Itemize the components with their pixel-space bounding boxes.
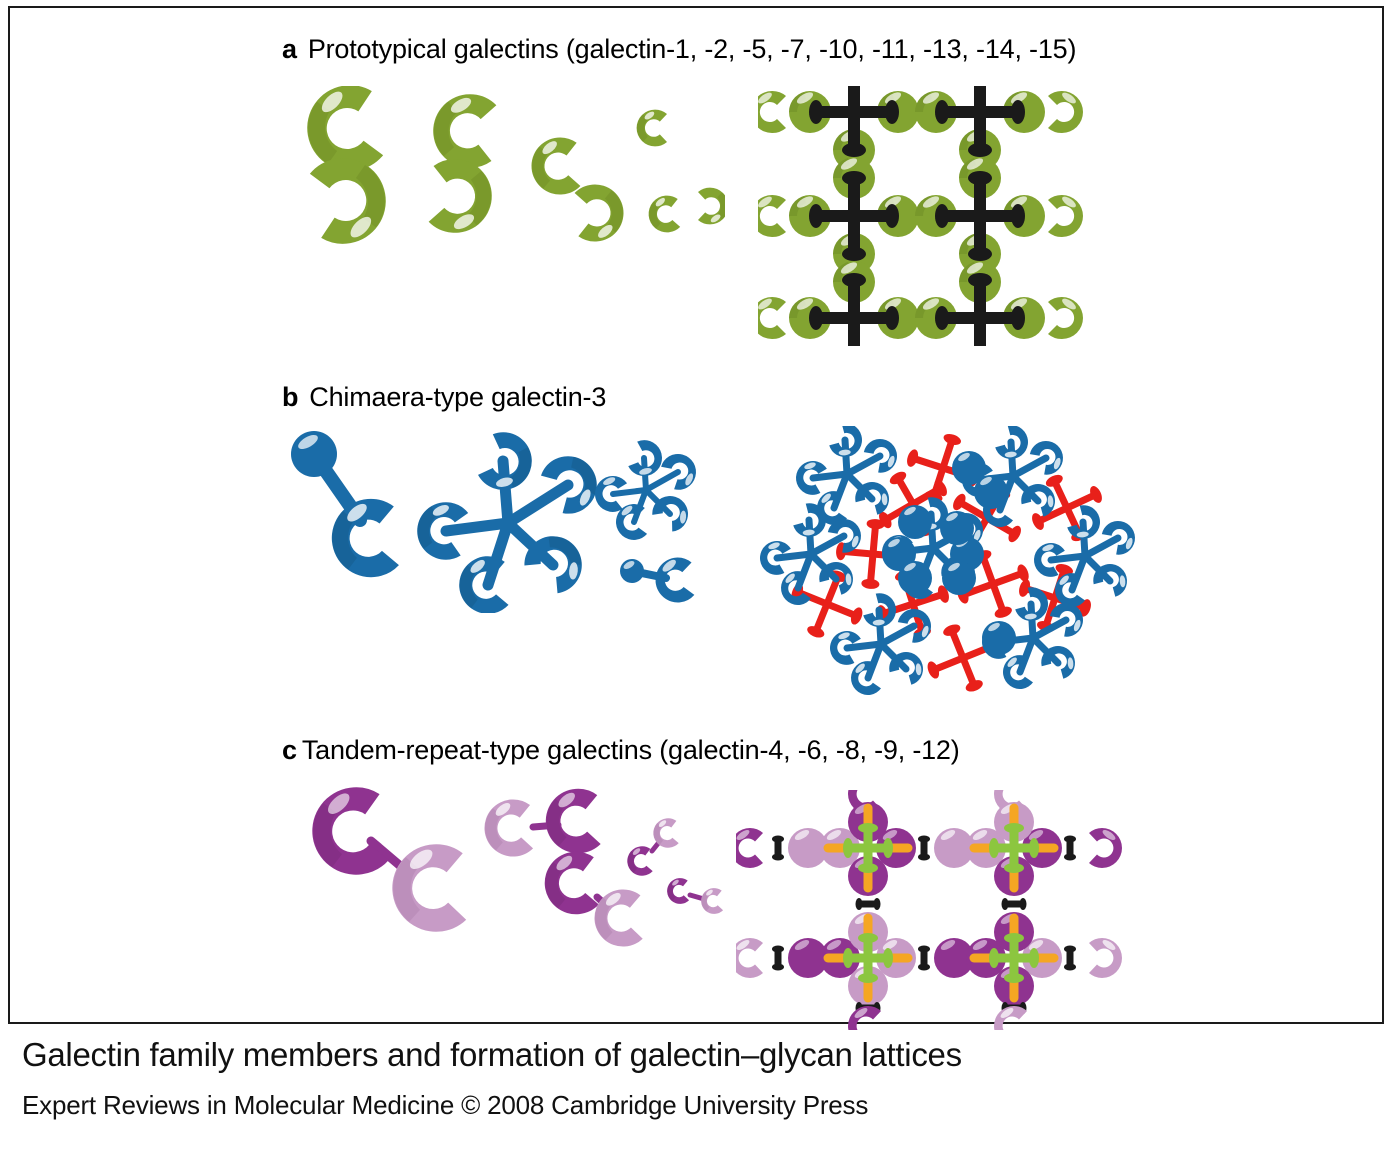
tandem-repeat-galectin-pairs-art bbox=[308, 783, 738, 953]
panel-a-title: Prototypical galectins (galectin-1, -2, … bbox=[307, 34, 1077, 64]
galectin-dimer bbox=[696, 187, 725, 225]
galectin-dimer bbox=[430, 91, 501, 171]
galectin-dimer bbox=[636, 109, 669, 147]
lattice-bead bbox=[940, 511, 974, 545]
lattice-row bbox=[758, 194, 1083, 238]
galectin-3-pentamer bbox=[592, 436, 703, 542]
glycan-node bbox=[974, 808, 1054, 888]
prototypical-galectin-glycan-lattice-art bbox=[758, 86, 1103, 346]
tandem-repeat-galectin-pair bbox=[541, 849, 644, 948]
galectin-dimer bbox=[647, 194, 683, 234]
panel-a-label: a Prototypical galectins (galectin-1, -2,… bbox=[282, 34, 1076, 65]
panel-b-label: b Chimaera-type galectin-3 bbox=[282, 382, 606, 413]
lattice-bead bbox=[974, 475, 1008, 509]
figure-caption: Galectin family members and formation of… bbox=[22, 1036, 1378, 1121]
galectin-3-monomer bbox=[291, 431, 400, 581]
tandem-repeat-galectin-pair bbox=[625, 817, 680, 878]
galectin-3-monomer-and-pentamer-art bbox=[288, 428, 718, 613]
lattice-row bbox=[758, 296, 1083, 340]
panel-b-title: Chimaera-type galectin-3 bbox=[309, 382, 607, 412]
figure-border-frame: a Prototypical galectins (galectin-1, -2,… bbox=[8, 6, 1384, 1030]
panel-c-letter: c bbox=[282, 735, 297, 765]
tandem-repeat-galectin-pair bbox=[666, 877, 724, 915]
glycan-node bbox=[1019, 461, 1116, 556]
lattice-row bbox=[736, 937, 1122, 978]
caption-source: Expert Reviews in Molecular Medicine © 2… bbox=[22, 1090, 869, 1120]
galectin-dimer bbox=[529, 135, 585, 197]
glycan-node bbox=[935, 171, 1025, 261]
galectin-3-glycan-lattice-art bbox=[755, 426, 1165, 706]
galectin-3-monomer bbox=[620, 556, 695, 605]
glycan-node bbox=[974, 918, 1054, 998]
lattice-bead bbox=[942, 561, 976, 595]
galectin-3-pentamer bbox=[412, 428, 608, 613]
panel-a-letter: a bbox=[282, 34, 297, 64]
glycan-node bbox=[809, 171, 899, 261]
glycan-node bbox=[828, 808, 908, 888]
lattice-bead bbox=[898, 505, 932, 539]
galectin-dimer bbox=[570, 182, 626, 244]
lattice-bead bbox=[898, 561, 932, 595]
galectin-dimer bbox=[303, 151, 393, 249]
panel-b-letter: b bbox=[282, 382, 299, 412]
tandem-repeat-galectin-pair bbox=[308, 783, 467, 934]
lattice-bead bbox=[982, 621, 1016, 655]
galectin-dimer bbox=[424, 156, 495, 236]
prototypical-galectin-dimers-art bbox=[295, 86, 725, 271]
panel-c-title: Tandem-repeat-type galectins (galectin-4… bbox=[301, 735, 960, 765]
caption-title: Galectin family members and formation of… bbox=[22, 1036, 962, 1073]
tandem-repeat-galectin-glycan-lattice-art bbox=[736, 790, 1136, 1030]
glycan-node bbox=[828, 918, 908, 998]
lattice-row bbox=[736, 827, 1122, 868]
tandem-repeat-galectin-pair bbox=[482, 787, 602, 859]
lattice-row bbox=[758, 90, 1083, 134]
